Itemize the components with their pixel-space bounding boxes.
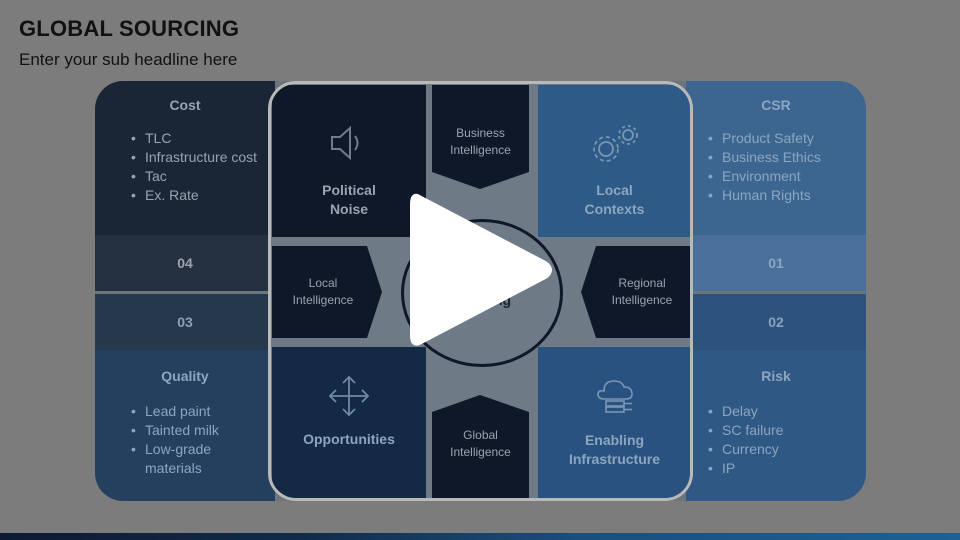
csr-panel: CSR Product Safety Business Ethics Envir…	[686, 81, 866, 235]
political-noise-cell: Political Noise	[272, 85, 426, 237]
local-contexts-cell: Local Contexts	[538, 85, 690, 237]
regional-intelligence-label: Regional Intelligence	[611, 276, 673, 307]
list-item: Ex. Rate	[131, 186, 271, 205]
quality-number: 03	[95, 294, 275, 350]
list-item: Business Ethics	[708, 148, 863, 167]
cloud-server-icon	[594, 375, 636, 422]
slide-subtitle: Enter your sub headline here	[19, 50, 238, 69]
list-item: Infrastructure cost	[131, 148, 271, 167]
list-item: Tainted milk	[131, 421, 271, 440]
global-intelligence-label: Global Intelligence	[450, 428, 511, 459]
arrow-left-shape	[581, 246, 690, 338]
cost-panel: Cost TLC Infrastructure cost Tac Ex. Rat…	[95, 81, 275, 235]
enabling-infrastructure-cell: Enabling Infrastructure	[538, 347, 690, 498]
business-intelligence-cell: Business Intelligence	[432, 85, 529, 189]
business-intelligence-label: Business Intelligence	[450, 126, 511, 157]
global-intelligence-cell: Global Intelligence	[432, 395, 529, 498]
list-item: Currency	[708, 440, 863, 459]
list-item: SC failure	[708, 421, 863, 440]
political-noise-label: Political Noise	[322, 182, 376, 217]
quality-title: Quality	[161, 368, 209, 384]
move-arrows-icon	[328, 375, 370, 422]
cost-title: Cost	[169, 97, 201, 113]
list-item: Product Safety	[708, 129, 863, 148]
enabling-infrastructure-label: Enabling Infrastructure	[568, 432, 661, 467]
risk-panel: Risk Delay SC failure Currency IP	[686, 350, 866, 501]
arrow-right-shape	[272, 246, 382, 338]
list-item: IP	[708, 459, 863, 478]
risk-title: Risk	[761, 368, 791, 384]
csr-list: Product Safety Business Ethics Environme…	[708, 129, 863, 205]
play-icon[interactable]	[405, 190, 555, 355]
slide-title: GLOBAL SOURCING	[19, 16, 240, 41]
quality-panel: Quality Lead paint Tainted milk Low-grad…	[95, 350, 275, 501]
csr-number: 01	[686, 235, 866, 291]
list-item: Delay	[708, 402, 863, 421]
arrow-up-shape	[432, 395, 529, 498]
local-intelligence-label: Local Intelligence	[292, 276, 354, 307]
risk-list: Delay SC failure Currency IP	[708, 402, 863, 478]
gears-icon	[588, 123, 644, 170]
bottom-strip	[0, 533, 960, 540]
regional-intelligence-cell: Regional Intelligence	[581, 246, 690, 338]
csr-title: CSR	[761, 97, 791, 113]
arrow-down-shape	[432, 85, 529, 189]
list-item: Tac	[131, 167, 271, 186]
cost-list: TLC Infrastructure cost Tac Ex. Rate	[131, 129, 271, 205]
list-item: Human Rights	[708, 186, 863, 205]
opportunities-cell: Opportunities	[272, 347, 426, 498]
quality-list: Lead paint Tainted milk Low-grade materi…	[131, 402, 271, 478]
risk-number: 02	[686, 294, 866, 350]
list-item: TLC	[131, 129, 271, 148]
speaker-icon	[328, 123, 368, 168]
local-intelligence-cell: Local Intelligence	[272, 246, 382, 338]
list-item: Low-grade materials	[131, 440, 271, 478]
local-contexts-label: Local Contexts	[584, 182, 645, 217]
opportunities-label: Opportunities	[303, 431, 395, 447]
list-item: Lead paint	[131, 402, 271, 421]
cost-number: 04	[95, 235, 275, 291]
hub-frame: Political Noise Business Intelligence Lo…	[268, 81, 693, 501]
list-item: Environment	[708, 167, 863, 186]
